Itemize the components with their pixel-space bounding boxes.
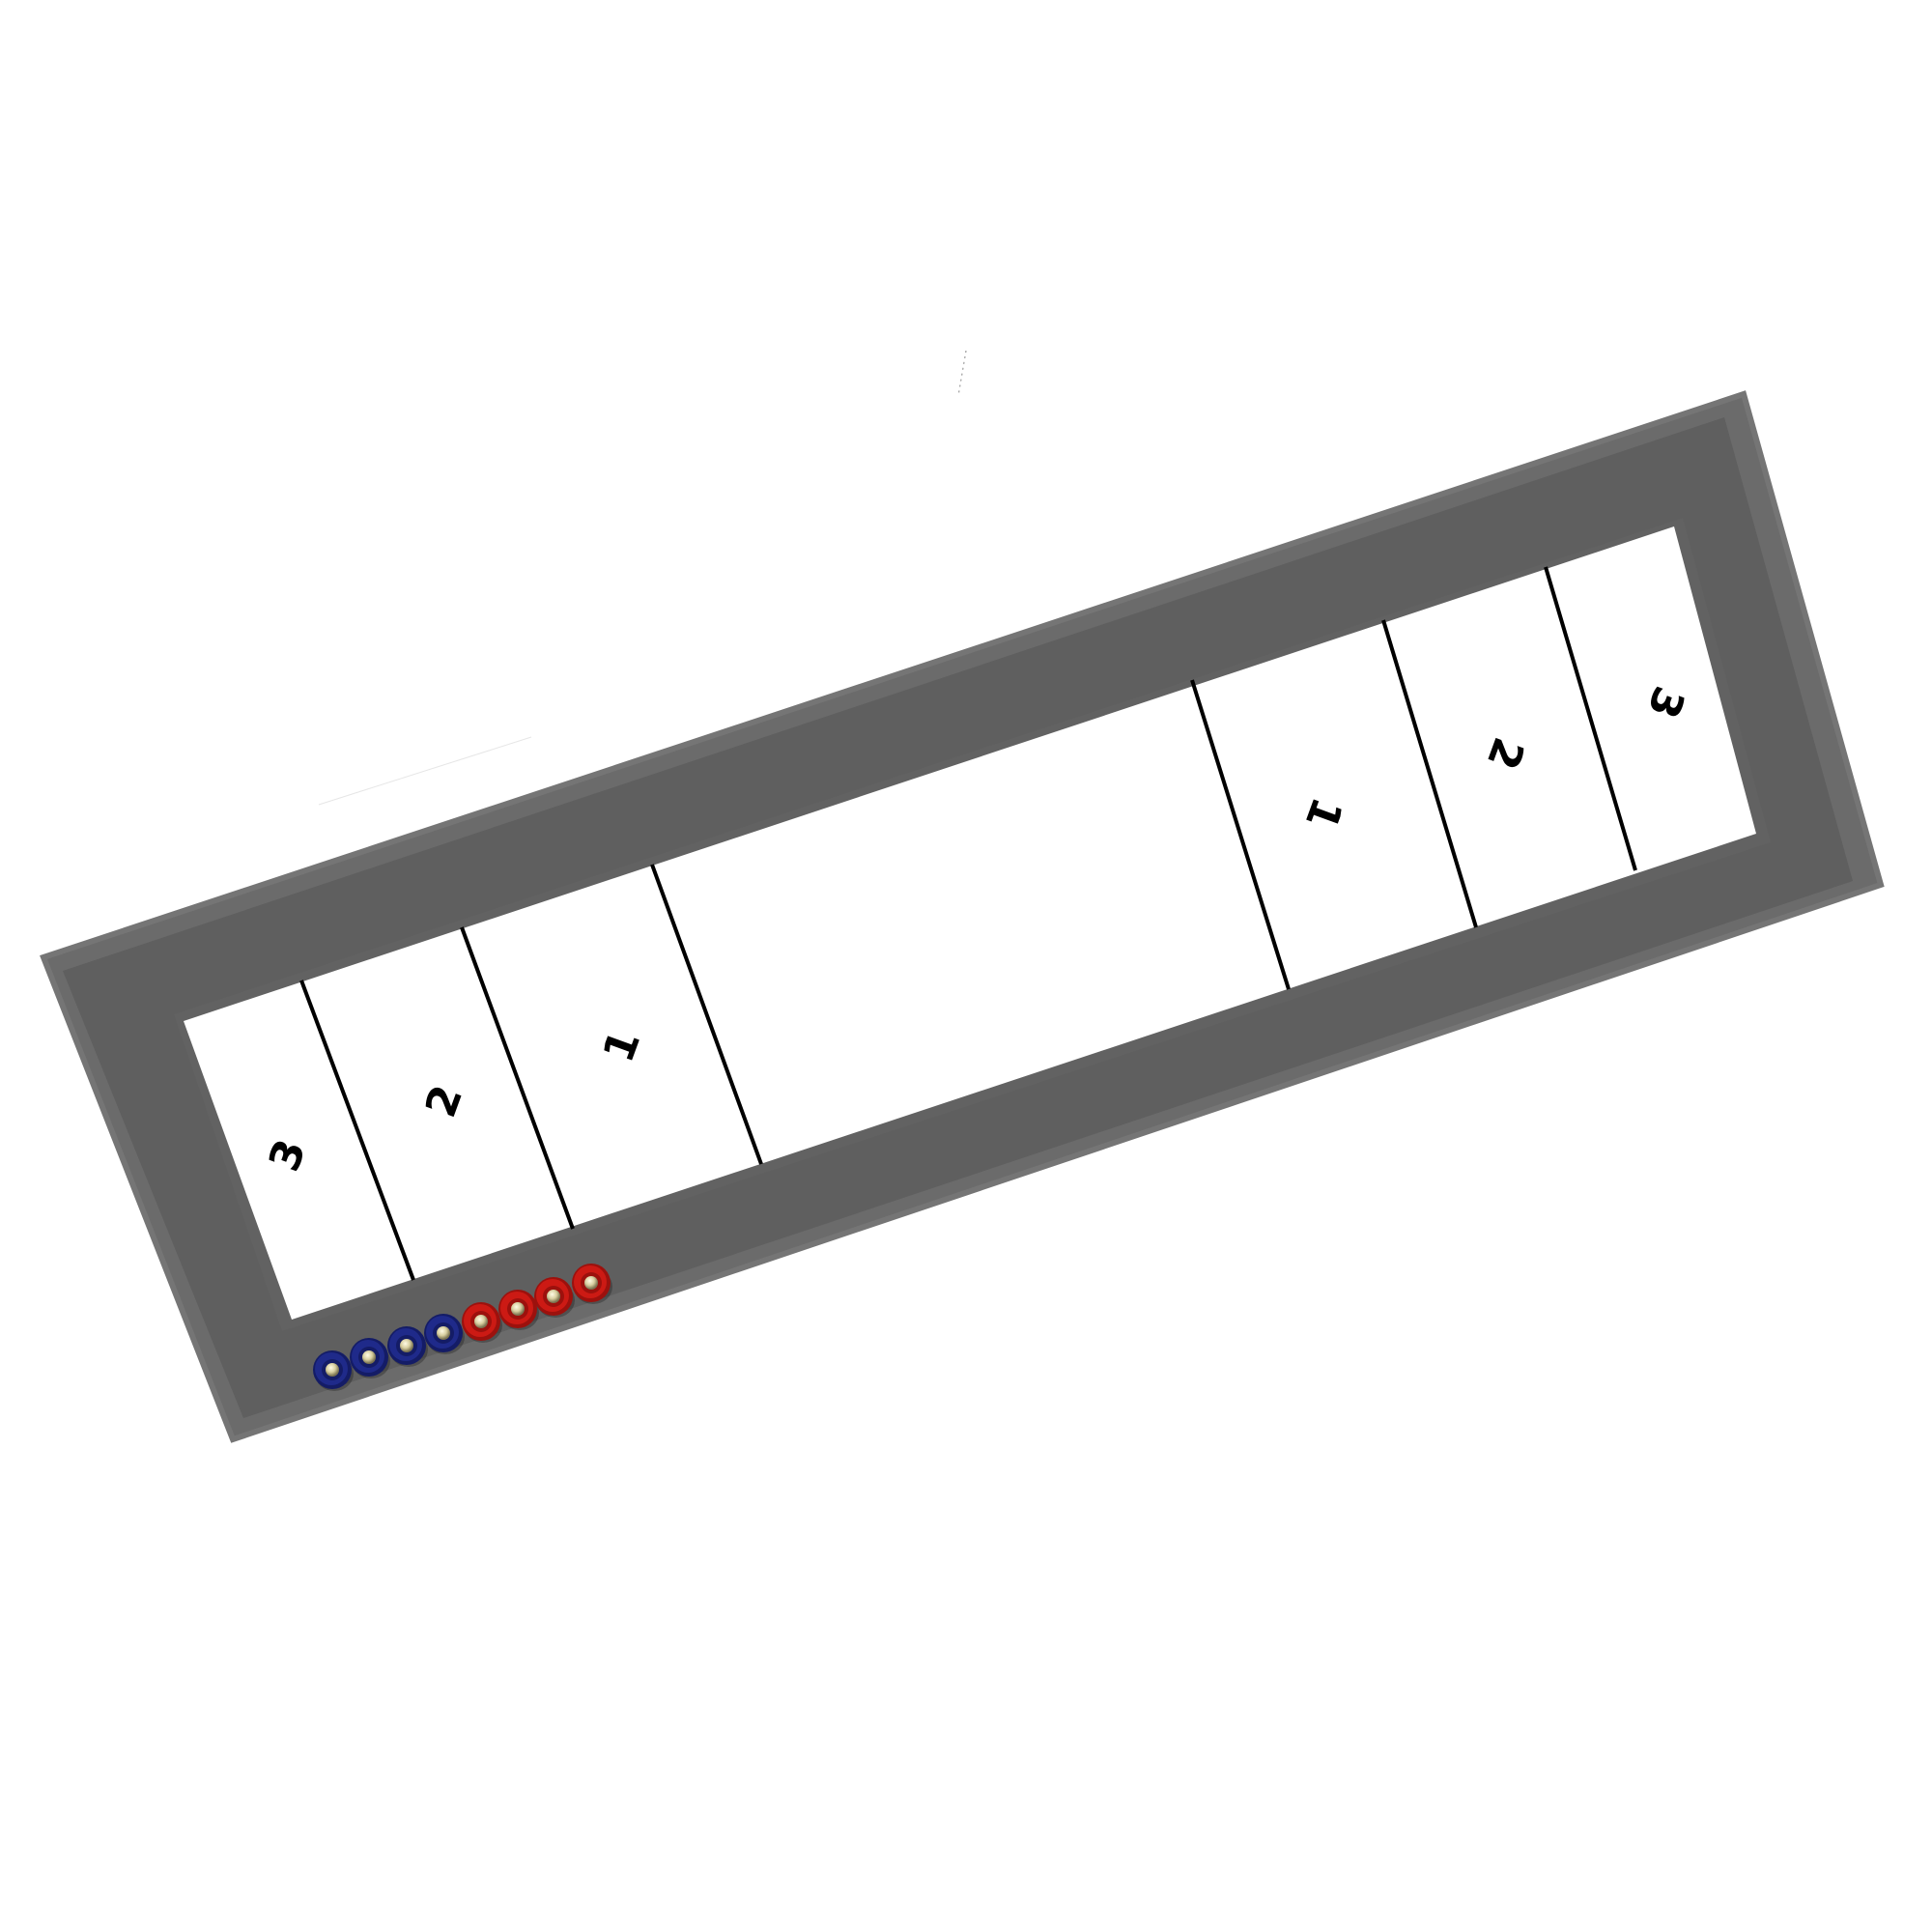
puck-red-8[interactable] xyxy=(572,1264,612,1304)
puck-cap-icon xyxy=(474,1315,488,1328)
puck-cap-icon xyxy=(326,1363,339,1377)
scoring-line-left-3-2 xyxy=(299,980,415,1281)
stray-marks xyxy=(318,350,967,806)
puck-red-5[interactable] xyxy=(462,1302,502,1343)
puck-cap-icon xyxy=(511,1302,525,1316)
table-rail-edge xyxy=(40,390,1885,1443)
scoring-line-right-center-1 xyxy=(1190,679,1291,990)
puck-cap-icon xyxy=(362,1350,376,1364)
scoring-lines xyxy=(299,566,1637,1281)
puck-blue-4[interactable] xyxy=(424,1314,465,1354)
puck-cap-icon xyxy=(547,1290,560,1303)
scoring-line-right-2-3 xyxy=(1544,566,1637,871)
puck-blue-2[interactable] xyxy=(350,1338,390,1378)
puck-red-7[interactable] xyxy=(534,1277,575,1318)
scoring-line-right-1-2 xyxy=(1381,619,1478,928)
scoring-line-left-2-1 xyxy=(460,926,575,1230)
puck-cap-icon xyxy=(437,1326,450,1340)
puck-red-6[interactable] xyxy=(498,1290,539,1330)
playfield-surface[interactable] xyxy=(184,526,1756,1320)
puck-tray xyxy=(313,1264,612,1391)
puck-blue-3[interactable] xyxy=(387,1326,428,1367)
puck-blue-1[interactable] xyxy=(313,1350,354,1391)
puck-cap-icon xyxy=(400,1339,413,1352)
puck-cap-icon xyxy=(584,1276,598,1290)
scoring-line-left-1-center xyxy=(650,864,763,1165)
